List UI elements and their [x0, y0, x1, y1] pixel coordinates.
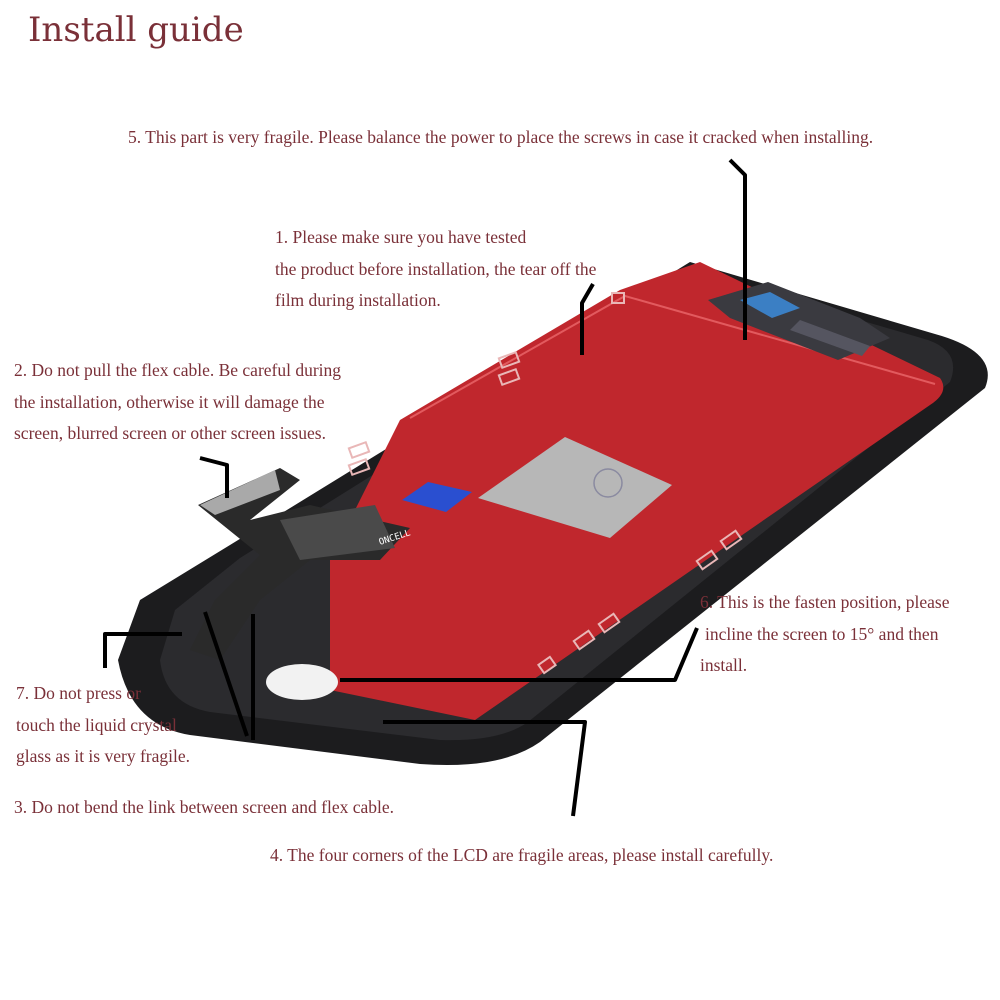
note-6: 6. This is the fasten position, please i… — [700, 587, 950, 682]
leader-line-4 — [383, 720, 587, 817]
note-6-line: install. — [700, 655, 748, 675]
note-7-line: 7. Do not press or — [16, 683, 141, 703]
home-button-bracket — [266, 664, 338, 700]
clip — [719, 529, 743, 551]
note-4: 4. The four corners of the LCD are fragi… — [270, 840, 773, 872]
note-1-line: the product before installation, the tea… — [275, 258, 597, 279]
note-7: 7. Do not press or touch the liquid crys… — [16, 678, 190, 773]
note-1-line: film during installation. — [275, 290, 441, 310]
leader-line-2 — [199, 456, 229, 498]
note-1-line: 1. Please make sure you have tested — [275, 227, 527, 247]
clip — [347, 457, 371, 477]
leader-line-1 — [580, 282, 595, 355]
clip — [695, 549, 719, 571]
note-5-line: 5. This part is very fragile. Please bal… — [128, 127, 874, 147]
blue-tape — [402, 482, 472, 512]
note-2-line: screen, blurred screen or other screen i… — [14, 423, 326, 443]
metal-shield — [478, 437, 672, 538]
flex-connector — [280, 505, 395, 560]
earpiece-bracket — [790, 320, 870, 356]
note-7-line: glass as it is very fragile. — [16, 746, 190, 766]
clip — [347, 440, 371, 460]
note-3-line: 3. Do not bend the link between screen a… — [14, 797, 395, 817]
clip — [497, 367, 521, 387]
clip — [497, 350, 521, 370]
shield-stamp — [593, 468, 623, 498]
note-1: 1. Please make sure you have tested the … — [275, 222, 596, 317]
clip — [572, 629, 596, 651]
flex-stiffener — [200, 470, 280, 515]
leader-line-5 — [728, 158, 747, 340]
mounting-clips — [347, 292, 743, 675]
clip — [597, 612, 621, 634]
note-3: 3. Do not bend the link between screen a… — [14, 792, 394, 824]
leader-lines — [103, 158, 747, 817]
note-4-line: 4. The four corners of the LCD are fragi… — [270, 845, 774, 865]
note-6-line: incline the screen to 15° and then — [705, 623, 939, 644]
note-6-line: 6. This is the fasten position, please — [700, 592, 950, 612]
blue-connector — [740, 292, 800, 318]
leader-line-6 — [340, 627, 699, 682]
note-2-line: the installation, otherwise it will dama… — [14, 391, 325, 412]
note-5: 5. This part is very fragile. Please bal… — [128, 122, 873, 154]
clip — [611, 292, 625, 304]
page-title: Install guide — [28, 10, 244, 50]
leader-line-3 — [203, 611, 249, 737]
leader-line-7 — [103, 632, 182, 668]
note-7-line: touch the liquid crystal — [16, 714, 177, 735]
clip — [537, 655, 557, 675]
note-2: 2. Do not pull the flex cable. Be carefu… — [14, 355, 341, 450]
note-2-line: 2. Do not pull the flex cable. Be carefu… — [14, 360, 342, 380]
